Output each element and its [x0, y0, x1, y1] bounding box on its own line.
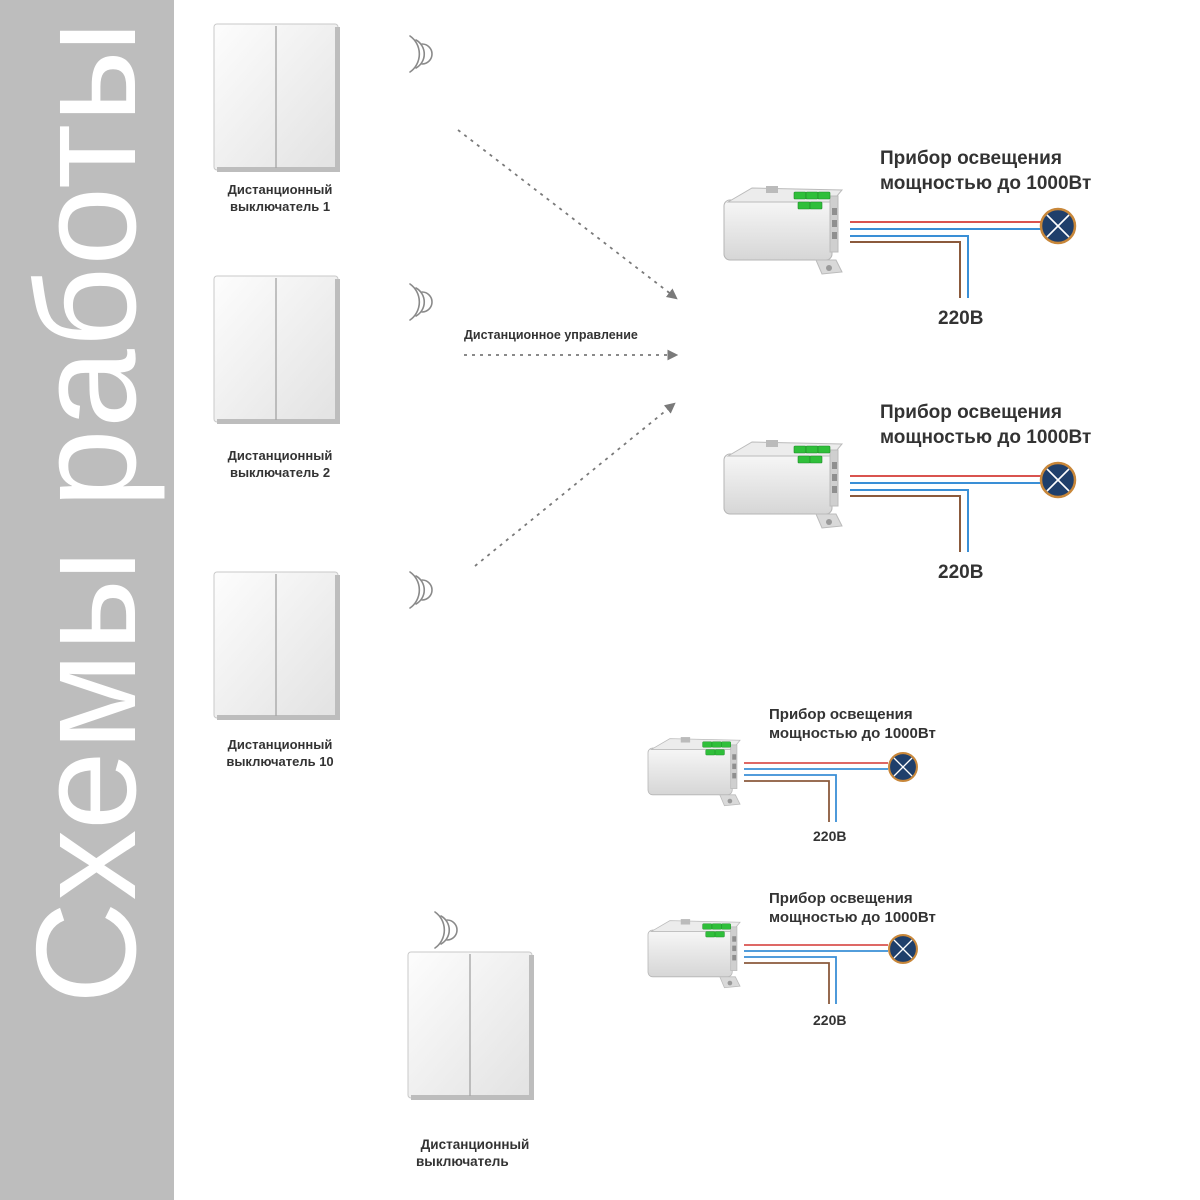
switch-10-label-line2: выключатель 10	[226, 754, 334, 769]
lamp-3-label-line1: Прибор освещения	[769, 706, 913, 723]
switch-1-label: Дистанционный выключатель 1	[214, 181, 346, 215]
lamp-2-label: Прибор освещения мощностью до 1000Вт	[880, 400, 1091, 450]
voltage-1: 220В	[938, 308, 984, 329]
lamp-2-label-line2: мощностью до 1000Вт	[880, 427, 1092, 448]
switch-10-label: Дистанционный выключатель 10	[214, 736, 346, 770]
lamp-4-label-line1: Прибор освещения	[769, 890, 913, 907]
relay-1	[723, 185, 1077, 298]
voltage-4: 220В	[813, 1012, 847, 1028]
relay-2	[723, 439, 1077, 552]
lamp-4-label: Прибор освещения мощностью до 1000Вт	[769, 889, 936, 927]
lamp-1-label-line2: мощностью до 1000Вт	[880, 173, 1092, 194]
lamp-4-label-line2: мощностью до 1000Вт	[769, 909, 936, 926]
relay-3	[647, 736, 918, 822]
lamp-3-label-line2: мощностью до 1000Вт	[769, 725, 936, 742]
switch-1	[213, 23, 341, 173]
switch-2-label-line2: выключатель 2	[229, 465, 331, 480]
sidebar-band: Схемы работы	[0, 0, 174, 1200]
signal-waves-icon	[409, 35, 458, 949]
lamp-2-label-line1: Прибор освещения	[880, 402, 1062, 423]
voltage-3: 220В	[813, 828, 847, 844]
switch-2	[213, 275, 341, 425]
lamp-3-label: Прибор освещения мощностью до 1000Вт	[769, 705, 936, 743]
bottom-switch-label-line2: выключатель	[416, 1154, 509, 1169]
bottom-switch-label-line1: Дистанционный	[420, 1137, 530, 1152]
switch-10-label-line1: Дистанционный	[227, 737, 333, 752]
switch-10	[213, 571, 341, 721]
switch-2-label-line1: Дистанционный	[227, 448, 333, 463]
signal-arrows	[457, 129, 679, 567]
control-label: Дистанционное управление	[464, 328, 638, 342]
switch-2-label: Дистанционный выключатель 2	[214, 447, 346, 481]
lamp-1-label: Прибор освещения мощностью до 1000Вт	[880, 146, 1091, 196]
switch-bottom	[407, 951, 535, 1101]
voltage-2: 220В	[938, 562, 984, 583]
bottom-switch-label: Дистанционный выключатель	[404, 1136, 546, 1170]
switch-1-label-line1: Дистанционный	[227, 182, 333, 197]
relay-4	[647, 918, 918, 1004]
lamp-1-label-line1: Прибор освещения	[880, 148, 1062, 169]
switch-1-label-line2: выключатель 1	[229, 199, 331, 214]
